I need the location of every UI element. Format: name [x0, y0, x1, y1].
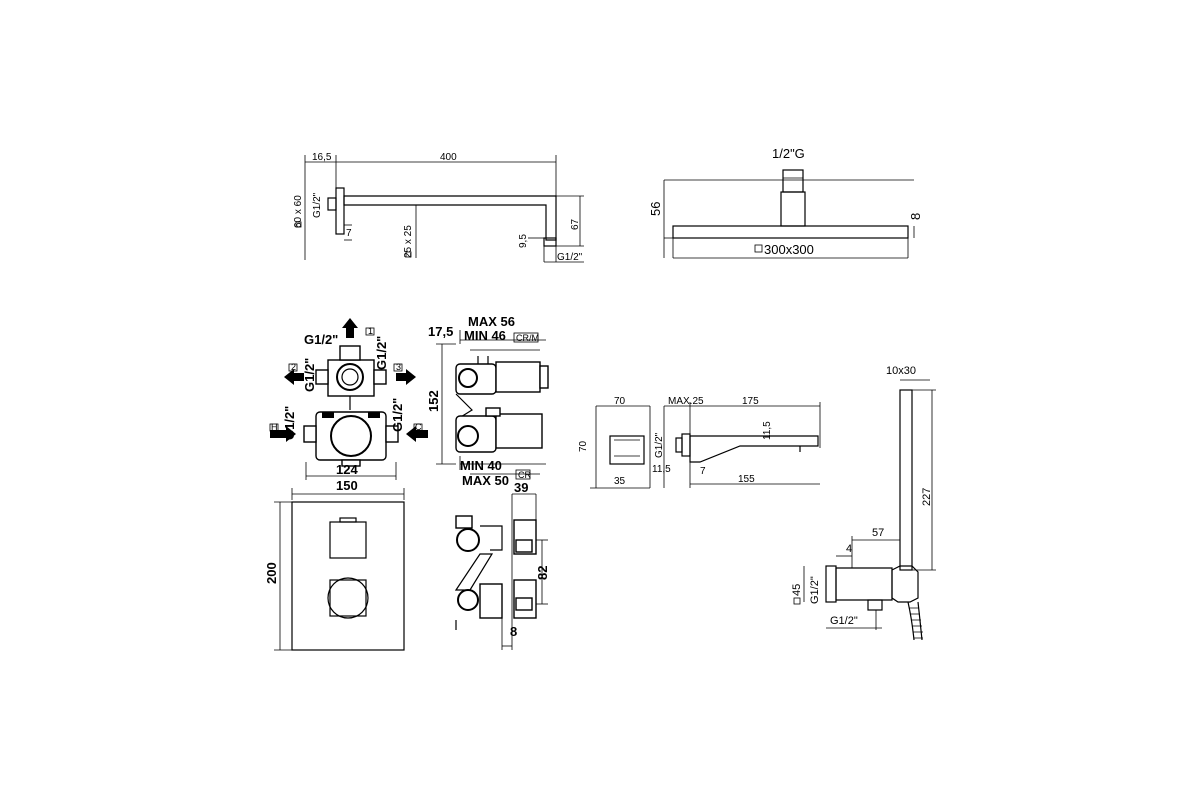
- head-size-label: 300x300: [764, 242, 814, 257]
- arm-length-label: 400: [440, 152, 457, 163]
- arrow-hot-in-icon: [270, 426, 296, 442]
- cover-plate-front: 150 200: [264, 478, 405, 651]
- arm-inlet-label: G1/2": [312, 192, 323, 218]
- arm-tube: [343, 195, 557, 241]
- head-thickness-label: 8: [908, 213, 923, 220]
- port-3-tag: 3: [396, 362, 401, 372]
- side-cr-tag: CR: [518, 470, 531, 480]
- hand-inlet-label: G1/2": [809, 576, 821, 604]
- spout-max-label: MAX.25: [668, 396, 704, 407]
- side-min2-label: MIN 40: [460, 458, 502, 473]
- arm-drop-label: 9,5: [518, 234, 529, 248]
- spout-reach-label: 155: [738, 474, 755, 485]
- head-connector: [782, 169, 804, 193]
- cover-thickness-label: 8: [510, 624, 517, 639]
- cover-plate: [291, 501, 405, 651]
- cover-spacing-label: 82: [535, 566, 550, 580]
- hand-size-label: 10x30: [886, 365, 916, 377]
- holder-rosette: [825, 565, 837, 603]
- port-1-tag: 1: [368, 326, 373, 336]
- spout-width-label: 70: [614, 396, 626, 407]
- arm-height-label: 67: [570, 218, 581, 230]
- spout-inlet-label: G1/2": [654, 432, 665, 458]
- square-symbol-icon: [754, 244, 763, 253]
- square-symbol-icon: [295, 221, 302, 228]
- side-height-label: 152: [426, 390, 441, 412]
- mixer-left-upper-label: G1/2": [302, 358, 317, 392]
- port-h-tag: H: [271, 422, 278, 432]
- side-crm-tag: CR/M: [516, 333, 539, 343]
- square-symbol-icon: [793, 597, 801, 605]
- thermostat-bore: [330, 415, 372, 457]
- side-min-label: MIN 46: [464, 328, 506, 343]
- mixer-width-label: 124: [336, 462, 358, 477]
- head-swivel: [780, 191, 806, 227]
- cover-depth-label: 39: [514, 480, 528, 495]
- diverter-bore: [336, 363, 364, 391]
- square-symbol-icon: [405, 251, 412, 258]
- arrow-cold-in-icon: [406, 426, 428, 442]
- mixer-right-upper-label: G1/2": [374, 336, 389, 370]
- spout-wall-label: 7: [700, 466, 706, 477]
- spout-side: MAX.25 175 G1/2" 11,5 11,5 7 155: [652, 396, 821, 488]
- mixer-right-lower-label: G1/2": [390, 398, 405, 432]
- hose: [907, 601, 915, 641]
- arm-outlet-label: G1/2": [557, 252, 583, 263]
- spout-front-body: [609, 435, 645, 465]
- thermostat-knob-square: [329, 579, 367, 617]
- mixer-side-view: 17,5 MAX 56 MIN 46 CR/M 152 MIN 40 MAX 5…: [426, 314, 549, 488]
- hand-shower-handle: [899, 389, 913, 571]
- shower-head-drawing: 1/2"G 56 8 300x300: [648, 146, 923, 259]
- arrow-up-icon: [342, 318, 358, 338]
- cover-side-view: 39 82 8: [454, 480, 550, 650]
- arm-outlet: [543, 237, 557, 247]
- head-plate: [672, 225, 909, 239]
- cover-height-label: 200: [264, 562, 279, 584]
- diverter-knob: [329, 521, 367, 559]
- hand-projection-label: 57: [872, 527, 884, 539]
- side-max2-label: MAX 50: [462, 473, 509, 488]
- head-height-label: 56: [648, 202, 663, 216]
- spout-height-label: 70: [578, 440, 589, 452]
- arm-tube-label: 25 x 25: [403, 225, 414, 258]
- arm-flange-label: 60 x 60: [293, 195, 304, 228]
- mixer-left-lower-label: G1/2": [282, 406, 297, 440]
- head-connection-label: 1/2"G: [772, 146, 805, 161]
- arrow-left-icon: [284, 369, 304, 385]
- spout-offset-label: 11,5: [652, 464, 671, 475]
- arm-offset-label: 16,5: [312, 152, 332, 163]
- port-2-tag: 2: [291, 362, 296, 372]
- hand-outlet-label: G1/2": [830, 615, 858, 627]
- thermostat-body: [315, 411, 387, 461]
- hand-rosette-label: 45: [791, 584, 803, 596]
- arm-wall-label: 7: [346, 228, 352, 239]
- spout-front: 70 70 35: [578, 396, 651, 489]
- hand-shower-drawing: 10x30 227 57 4 45 G1/2" G1/2": [791, 365, 936, 641]
- arm-inlet: [327, 197, 337, 211]
- side-max-label: MAX 56: [468, 314, 515, 329]
- spout-rosette: [681, 433, 691, 457]
- spout-base-label: 35: [614, 476, 626, 487]
- spout-h-label: 11,5: [762, 421, 773, 440]
- hand-shower-bracket: [891, 565, 919, 603]
- cover-width-label: 150: [336, 478, 358, 493]
- diverter-body: [327, 359, 375, 397]
- port-c-tag: C: [415, 422, 422, 432]
- shower-arm-drawing: 16,5 400 60 x 60 G1/2" 7 25 x 25 9,5 67 …: [293, 152, 584, 263]
- mixer-top-label: G1/2": [304, 332, 338, 347]
- spout-body: [689, 435, 819, 463]
- hand-length-label: 227: [921, 488, 933, 506]
- arm-wall-flange: [335, 187, 345, 235]
- mixer-body-front: 1 2 3 H C G1/2" G1/2" G1/2" G1/2" G1/2" …: [269, 318, 428, 480]
- arrow-right-icon: [396, 369, 416, 385]
- thermostat-knob: [327, 577, 369, 619]
- side-offset-label: 17,5: [428, 324, 453, 339]
- hand-offset-label: 4: [846, 543, 852, 555]
- holder-body: [835, 567, 893, 601]
- spout-length-label: 175: [742, 396, 759, 407]
